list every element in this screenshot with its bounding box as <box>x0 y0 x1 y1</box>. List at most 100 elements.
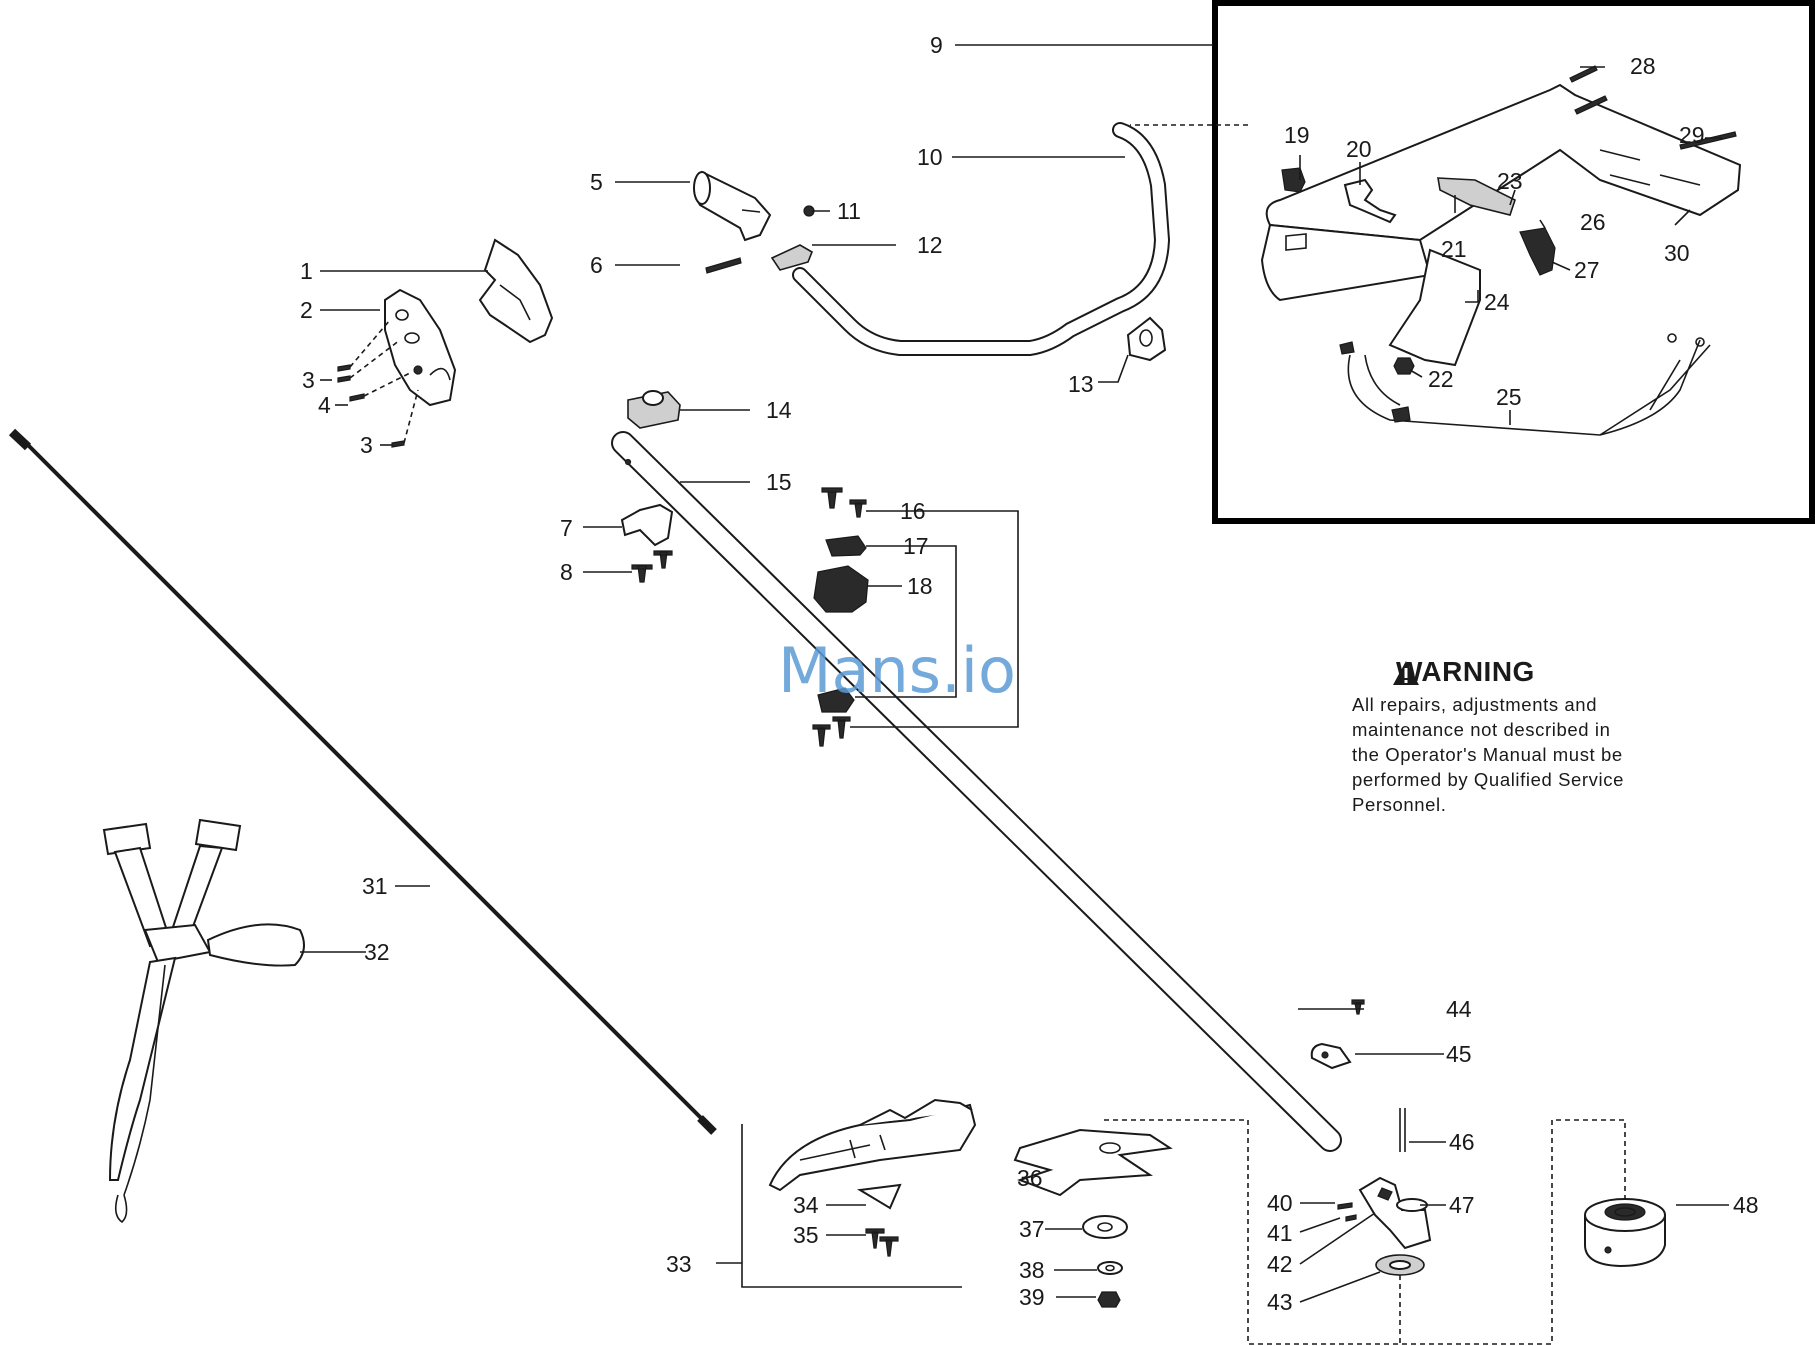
part-34-blade <box>857 1183 902 1210</box>
warning-body: All repairs, adjustments and maintenance… <box>1352 692 1692 817</box>
callout-4: 4 <box>318 392 331 418</box>
callout-26: 26 <box>1580 209 1606 235</box>
callout-46: 46 <box>1449 1129 1475 1155</box>
callout-7: 7 <box>560 515 573 541</box>
callout-48: 48 <box>1733 1192 1759 1218</box>
callout-5: 5 <box>590 169 603 195</box>
callout-43: 43 <box>1267 1289 1293 1315</box>
part-17-cap-lower <box>817 687 855 713</box>
part-31-drive-shaft <box>16 433 715 1132</box>
part-18-switch-block <box>813 565 869 613</box>
part-46-shaft <box>1399 1108 1406 1152</box>
watermark: Mans.io <box>778 634 1016 707</box>
part-48-trimmer-head <box>1584 1198 1666 1268</box>
callout-8: 8 <box>560 559 573 585</box>
callout-28: 28 <box>1630 53 1656 79</box>
warning-triangle-icon <box>1393 661 1419 685</box>
callout-41: 41 <box>1267 1220 1293 1246</box>
warning-line: All repairs, adjustments and <box>1352 694 1598 715</box>
part-17-cap <box>825 535 867 557</box>
part-44-screw <box>1351 999 1365 1015</box>
part-2-shield-base <box>384 288 457 407</box>
callout-23: 23 <box>1497 168 1523 194</box>
part-3-4-screws <box>337 319 419 448</box>
warning-line: maintenance not described in <box>1352 719 1611 740</box>
part-35-screws <box>865 1228 899 1257</box>
part-5-grip <box>693 170 772 242</box>
part-23-throttle-lockout <box>1437 177 1516 216</box>
callout-3b: 3 <box>360 432 373 458</box>
callout-21: 21 <box>1441 236 1467 262</box>
callout-numbers: 1 2 3 3 4 5 6 7 8 9 10 11 12 13 14 15 16… <box>300 32 1759 1315</box>
part-33-grass-shield <box>768 1098 977 1192</box>
warning-notice: WARNING All repairs, adjustments and mai… <box>1352 656 1692 817</box>
part-28-screw <box>1569 65 1608 115</box>
callout-19: 19 <box>1284 122 1310 148</box>
callout-47: 47 <box>1449 1192 1475 1218</box>
callout-9: 9 <box>930 32 943 58</box>
part-27-trigger <box>1519 227 1556 276</box>
callout-29: 29 <box>1679 122 1705 148</box>
callout-36: 36 <box>1017 1165 1043 1191</box>
part-29-screw <box>1679 131 1737 150</box>
callout-38: 38 <box>1019 1257 1045 1283</box>
callout-30: 30 <box>1664 240 1690 266</box>
part-15-shaft-tube <box>611 431 1342 1152</box>
warning-line: Personnel. <box>1352 794 1447 815</box>
part-13-handle-clamp <box>1126 316 1167 362</box>
callout-39: 39 <box>1019 1284 1045 1310</box>
handle-detail-inset <box>1212 0 1815 524</box>
callout-45: 45 <box>1446 1041 1472 1067</box>
part-7-mount <box>620 503 674 547</box>
part-19-switch <box>1281 167 1306 193</box>
callout-13: 13 <box>1068 371 1094 397</box>
callout-17: 17 <box>903 533 929 559</box>
callout-35: 35 <box>793 1222 819 1248</box>
warning-title: WARNING <box>1396 656 1535 687</box>
part-25-wire-harness <box>1339 333 1711 436</box>
part-37-washer <box>1082 1215 1128 1239</box>
part-36-cutting-blade <box>1013 1128 1173 1197</box>
part-1-shield-cover <box>478 238 554 344</box>
callout-15: 15 <box>766 469 792 495</box>
callout-27: 27 <box>1574 257 1600 283</box>
warning-line: performed by Qualified Service <box>1352 769 1624 790</box>
callout-34: 34 <box>793 1192 819 1218</box>
callout-1: 1 <box>300 258 313 284</box>
callout-11: 11 <box>837 198 861 224</box>
callout-22: 22 <box>1428 366 1454 392</box>
part-6-bolt <box>705 257 742 274</box>
part-47-gearhead <box>1358 1176 1432 1250</box>
callout-3a: 3 <box>302 367 315 393</box>
part-32-harness <box>102 818 305 1224</box>
part-20-lever <box>1343 178 1397 224</box>
callout-44: 44 <box>1446 996 1472 1022</box>
callout-16: 16 <box>900 498 926 524</box>
callout-33: 33 <box>666 1251 692 1277</box>
callout-42: 42 <box>1267 1251 1293 1277</box>
inset-handle-housing <box>1260 83 1742 367</box>
part-38-washer <box>1097 1261 1123 1275</box>
part-8-screw <box>631 564 653 583</box>
callout-12: 12 <box>917 232 943 258</box>
part-14-tube-clamp <box>627 390 681 429</box>
leader-lines <box>300 44 1729 1303</box>
callout-24: 24 <box>1484 289 1510 315</box>
callout-37: 37 <box>1019 1216 1045 1242</box>
warning-line: the Operator's Manual must be <box>1352 744 1623 765</box>
part-39-nut <box>1097 1291 1121 1308</box>
callout-20: 20 <box>1346 136 1372 162</box>
callout-2: 2 <box>300 297 313 323</box>
callout-40: 40 <box>1267 1190 1293 1216</box>
callout-10: 10 <box>917 144 943 170</box>
part-22-nut <box>1393 357 1415 375</box>
callout-31: 31 <box>362 873 388 899</box>
callout-6: 6 <box>590 252 603 278</box>
part-40-41-screws <box>1337 1202 1357 1222</box>
part-12-clamp <box>770 244 813 271</box>
callout-25: 25 <box>1496 384 1522 410</box>
callout-18: 18 <box>907 573 933 599</box>
callout-32: 32 <box>364 939 390 965</box>
callout-14: 14 <box>766 397 792 423</box>
